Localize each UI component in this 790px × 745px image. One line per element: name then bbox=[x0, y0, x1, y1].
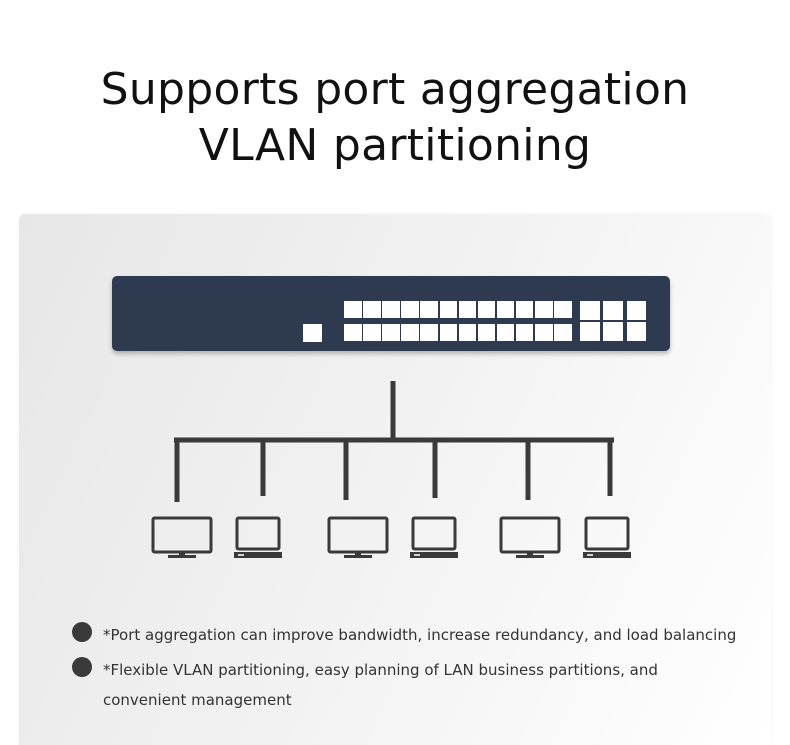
console-port bbox=[303, 324, 322, 342]
monitor-screen bbox=[151, 516, 213, 554]
laptop-screen bbox=[235, 516, 281, 551]
laptop-logo bbox=[414, 554, 420, 556]
laptop-logo bbox=[587, 554, 593, 556]
laptop-screen bbox=[411, 516, 457, 551]
rj45-port bbox=[535, 301, 553, 318]
topology-lines bbox=[174, 381, 614, 502]
rj45-port bbox=[420, 301, 438, 318]
rj45-port bbox=[496, 301, 515, 318]
sfp-divider bbox=[603, 320, 623, 321]
monitor-icon bbox=[151, 516, 213, 558]
rj45-port bbox=[344, 324, 362, 341]
laptop-base bbox=[583, 552, 631, 558]
rj45-port bbox=[515, 301, 534, 318]
bullet-point-1 bbox=[72, 622, 92, 642]
page-title-line-1: Supports port aggregation bbox=[100, 64, 690, 115]
monitor-icon bbox=[499, 516, 561, 558]
rj45-port bbox=[382, 324, 400, 341]
rj45-port bbox=[363, 324, 381, 341]
bullet-point-2 bbox=[72, 657, 92, 677]
sfp-divider bbox=[580, 320, 600, 321]
rj45-port bbox=[439, 301, 457, 318]
rj45-port bbox=[515, 324, 534, 341]
monitor-icon bbox=[327, 516, 389, 558]
rj45-port bbox=[344, 301, 362, 318]
rj45-port bbox=[554, 324, 572, 341]
sfp-port bbox=[626, 301, 647, 320]
monitor-base bbox=[516, 555, 544, 558]
monitor-neck bbox=[527, 552, 533, 555]
laptop-screen bbox=[584, 516, 630, 551]
monitor-neck bbox=[179, 552, 185, 555]
topology-devices bbox=[151, 516, 631, 558]
sfp-port bbox=[626, 322, 647, 341]
sfp-port bbox=[603, 322, 623, 341]
feature-text-1: *Port aggregation can improve bandwidth,… bbox=[103, 626, 737, 644]
laptop-base bbox=[410, 552, 458, 558]
feature-text-2: *Flexible VLAN partitioning, easy planni… bbox=[103, 661, 658, 709]
laptop-base bbox=[234, 552, 282, 558]
monitor-screen bbox=[499, 516, 561, 554]
laptop-icon bbox=[583, 516, 631, 558]
rj45-port bbox=[401, 324, 419, 341]
monitor-base bbox=[168, 555, 196, 558]
sfp-divider bbox=[626, 320, 647, 321]
rj45-port bbox=[477, 301, 496, 318]
page-title-line-2: VLAN partitioning bbox=[198, 120, 592, 171]
sfp-port bbox=[580, 301, 600, 320]
laptop-icon bbox=[234, 516, 282, 558]
rj45-port bbox=[439, 324, 457, 341]
monitor-screen bbox=[327, 516, 389, 554]
rj45-port bbox=[420, 324, 438, 341]
rj45-port bbox=[458, 324, 477, 341]
sfp-port bbox=[580, 322, 600, 341]
monitor-neck bbox=[355, 552, 361, 555]
monitor-base bbox=[344, 555, 372, 558]
laptop-logo bbox=[238, 554, 244, 556]
rj45-port bbox=[496, 324, 515, 341]
rj45-port bbox=[401, 301, 419, 318]
rj45-port bbox=[477, 324, 496, 341]
rj45-port bbox=[382, 301, 400, 318]
rj45-port bbox=[535, 324, 553, 341]
rj45-port bbox=[458, 301, 477, 318]
rj45-port bbox=[363, 301, 381, 318]
laptop-icon bbox=[410, 516, 458, 558]
sfp-port bbox=[603, 301, 623, 320]
rj45-port bbox=[554, 301, 572, 318]
